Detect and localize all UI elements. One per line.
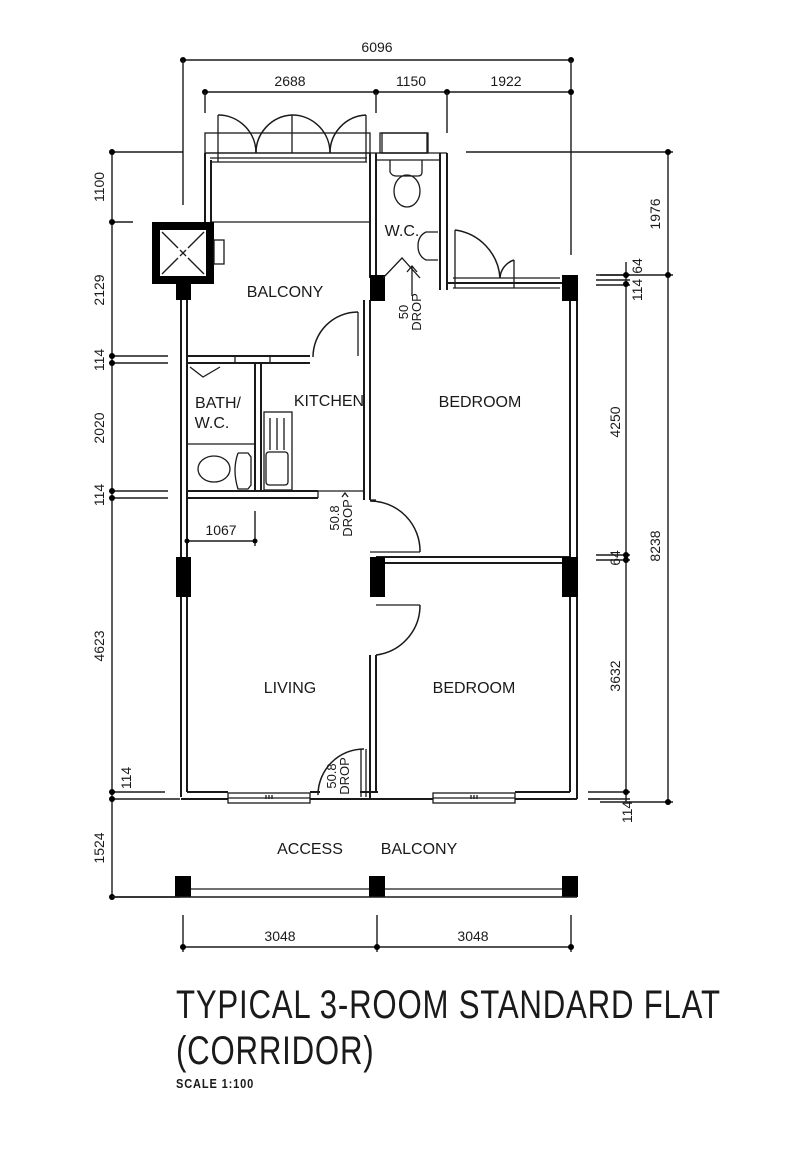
plan-subtitle: (CORRIDOR) [176,1029,375,1073]
balcony-doors [204,114,447,163]
dim-right-8238: 8238 [647,530,663,561]
label-balcony: BALCONY [247,284,324,301]
room-labels: BALCONY W.C. BATH/ W.C. KITCHEN BEDROOM … [195,223,522,858]
top-dimensions: 6096 2688 1150 1922 [180,39,574,255]
label-living: LIVING [264,680,316,697]
access-balcony-parapet [112,798,600,898]
dim-left-4623: 4623 [91,630,107,661]
main-door [317,748,367,797]
dim-left-1524: 1524 [91,832,107,863]
dim-right-114-b: 114 [619,801,635,824]
plan-title-block: TYPICAL 3-ROOM STANDARD FLAT (CORRIDOR) … [176,982,800,1092]
label-bath-line2: W.C. [195,415,230,432]
dim-bottom-1: 3048 [264,928,295,944]
left-dimensions: 1100 2129 114 2020 114 4623 114 1524 [91,149,183,900]
label-bath-line1: BATH/ [195,395,241,412]
dim-right-64-a: 64 [629,258,645,274]
plan-scale: SCALE 1:100 [176,1076,255,1091]
kitchen-drop-value: 50.8 [327,505,342,530]
internal-dimension: 1067 [184,511,258,546]
dim-top-seg-3: 1922 [490,73,521,89]
label-wc: W.C. [385,223,420,240]
dim-1067: 1067 [205,522,236,538]
dim-left-114-a: 114 [91,349,107,372]
dim-right-1976: 1976 [647,198,663,229]
dim-right-3632: 3632 [607,660,623,691]
drop-labels: 50 DROP 50.8 DROP 50.8 DROP [324,264,424,795]
dim-right-4250: 4250 [607,406,623,437]
kitchen-sink [263,411,293,491]
dim-left-2129: 2129 [91,274,107,305]
columns [175,275,578,897]
wc-drop-label: DROP [409,293,424,331]
wc-fixtures [379,132,438,279]
dim-left-114-b: 114 [91,484,107,507]
dim-left-2020: 2020 [91,412,107,443]
dim-right-114-a: 114 [629,279,645,302]
kitchen-door [312,311,359,358]
dim-right-64-b: 64 [607,550,623,566]
dim-left-1100: 1100 [91,172,107,202]
living-drop-label: DROP [337,757,352,795]
label-kitchen: KITCHEN [294,393,364,410]
bottom-dimensions: 3048 3048 [180,915,574,952]
dim-overall-width: 6096 [361,39,392,55]
plan-title: TYPICAL 3-ROOM STANDARD FLAT [176,983,721,1027]
bedroom-doors [369,499,421,656]
dim-bottom-2: 3048 [457,928,488,944]
label-access-balcony: BALCONY [381,841,458,858]
kitchen-drop-label: DROP [340,499,355,537]
label-access: ACCESS [277,841,343,858]
walls [180,153,578,800]
label-bedroom-1: BEDROOM [439,394,522,411]
bath-fixtures [187,366,255,490]
dim-top-seg-1: 2688 [274,73,305,89]
windows [227,792,516,804]
wc-drop-value: 50 [396,305,411,319]
dim-top-seg-2: 1150 [396,73,426,89]
refuse-chute-icon [152,222,225,284]
right-dimensions: 1976 8238 64 114 4250 64 3632 114 [466,149,673,823]
living-drop-value: 50.8 [324,763,339,788]
label-bedroom-2: BEDROOM [433,680,516,697]
dim-left-114-c: 114 [118,767,134,790]
